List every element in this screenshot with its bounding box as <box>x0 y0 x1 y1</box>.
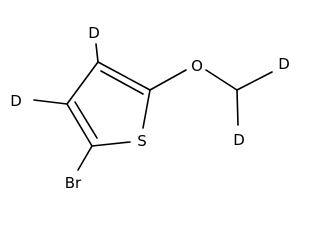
bond-c2-c3-double <box>74 101 98 139</box>
structure-canvas: D D O S Br D D <box>10 24 290 192</box>
bond-c5-o <box>149 69 187 91</box>
bond-c2-c3 <box>66 103 93 147</box>
atom-label-bromine: Br <box>65 174 82 192</box>
bond-c4-c5-double <box>100 70 144 95</box>
atom-label-oxygen: O <box>191 57 203 75</box>
molecule-diagram: D D O S Br D D <box>10 24 290 192</box>
atom-label-sulfur: S <box>137 132 147 150</box>
atom-label-deuterium-left: D <box>10 92 22 110</box>
bond-ch-d-right <box>236 71 273 91</box>
bond-c3-d <box>33 99 68 105</box>
bond-ch-d-bottom <box>236 89 239 126</box>
bond-c2-br <box>77 145 93 171</box>
atom-label-deuterium-methyl-right: D <box>278 55 290 73</box>
bond-c4-d <box>95 43 99 63</box>
bond-c5-s <box>142 89 151 129</box>
bond-c3-c4 <box>66 61 99 105</box>
bond-s-c2 <box>91 141 131 147</box>
atom-label-deuterium-top: D <box>88 24 100 42</box>
bond-c4-c5 <box>97 61 151 91</box>
atom-label-deuterium-methyl-bottom: D <box>233 131 245 149</box>
bond-o-ch <box>205 69 238 91</box>
